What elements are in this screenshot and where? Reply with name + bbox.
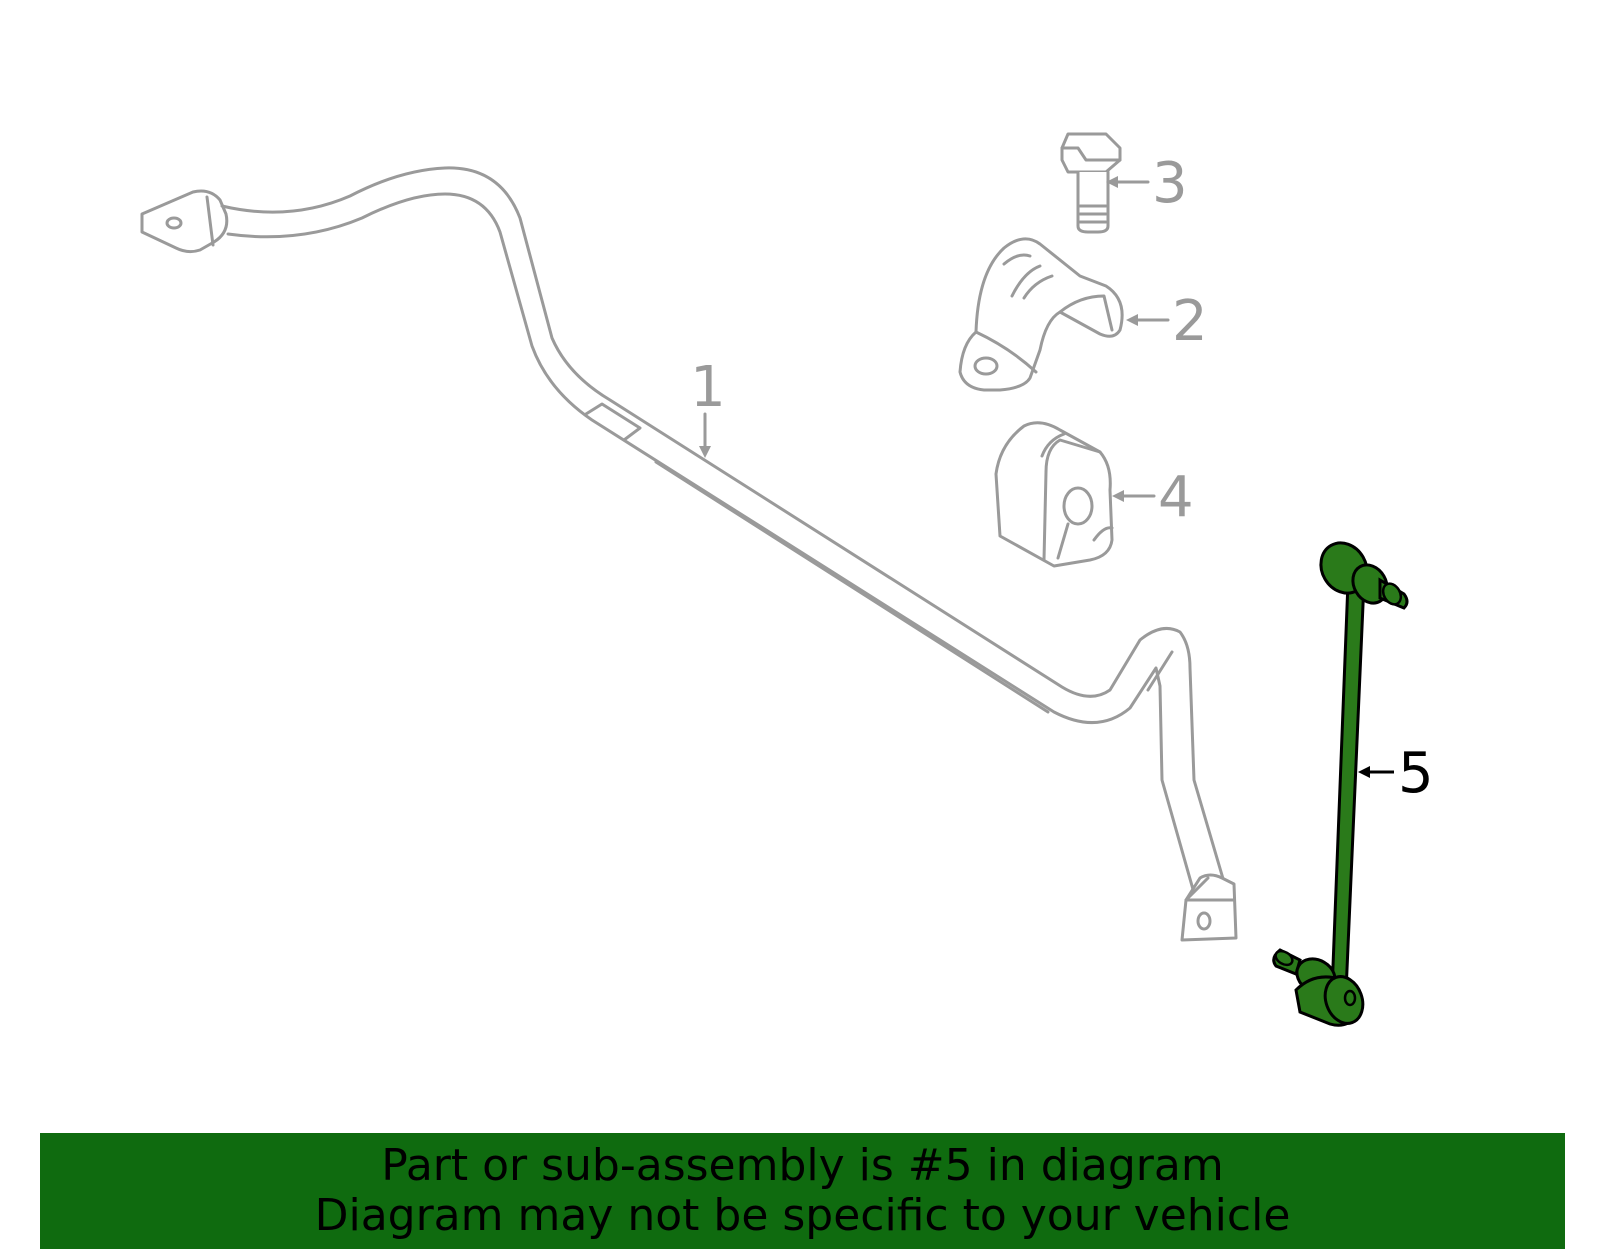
callout-2-label: 2: [1172, 289, 1208, 354]
part-info-banner: Part or sub-assembly is #5 in diagram Di…: [40, 1133, 1565, 1249]
stabilizer-link-part-5: [1272, 541, 1409, 1027]
bushing-slit: [1056, 522, 1070, 560]
stabilizer-bar-bushing-mark: [584, 402, 642, 442]
callout-3-label: 3: [1152, 151, 1188, 216]
callout-1-label: 1: [690, 355, 726, 420]
stabilizer-link-bottom-joint: [1272, 948, 1365, 1027]
callout-labels: 1 2 3 4 5: [690, 151, 1433, 806]
bracket-clamp-hole: [973, 356, 999, 376]
stabilizer-bar-lower-edge: [226, 192, 1198, 902]
stabilizer-bar-right-end: [1180, 873, 1238, 942]
callout-3-arrowhead: [1106, 176, 1118, 188]
bolt-head: [1060, 132, 1122, 174]
stabilizer-bar-right-fold: [1184, 876, 1236, 902]
callout-4-arrowhead: [1112, 490, 1124, 502]
bracket-clamp-body: [958, 237, 1124, 392]
bushing-front-edge: [1042, 470, 1048, 562]
callout-5-label: 5: [1398, 741, 1434, 806]
bushing-groove: [1040, 432, 1066, 458]
callout-4-label: 4: [1158, 465, 1194, 530]
stabilizer-bar-part-1: [140, 166, 1238, 942]
bracket-clamp-foot-edge: [974, 330, 1038, 374]
callout-5-arrowhead: [1358, 766, 1370, 778]
bolt-head-facet: [1060, 146, 1122, 162]
stabilizer-bar-right-bend-line: [1146, 650, 1174, 692]
stabilizer-link-rod: [1330, 580, 1366, 994]
bolt-thread: [1078, 204, 1108, 224]
stabilizer-bar-upper-edge: [220, 166, 1226, 884]
stabilizer-bar-mid-edge: [654, 460, 1050, 714]
stabilizer-bar-left-hole: [165, 216, 183, 230]
stabilizer-bar-right-hole: [1196, 911, 1212, 931]
bolt-shank: [1076, 170, 1110, 234]
callout-2-arrowhead: [1126, 314, 1138, 326]
bracket-clamp-part-2: [958, 237, 1124, 392]
bushing-body: [994, 421, 1114, 568]
callout-arrows: [699, 176, 1394, 778]
bracket-clamp-rib-2: [1010, 264, 1042, 298]
callout-1-arrowhead: [699, 446, 711, 458]
bushing-side-detail: [1092, 526, 1114, 542]
bushing-bore: [1062, 486, 1094, 526]
stabilizer-bar-left-collar: [205, 195, 215, 247]
stabilizer-link-top-joint: [1319, 541, 1409, 610]
banner-line-part-number: Part or sub-assembly is #5 in diagram: [381, 1140, 1224, 1191]
bracket-clamp-rib-3: [1022, 274, 1054, 300]
stabilizer-bar-left-end: [140, 189, 229, 254]
bracket-clamp-tip: [1058, 294, 1114, 332]
bracket-clamp-rib-1: [1002, 253, 1032, 266]
banner-line-disclaimer: Diagram may not be specific to your vehi…: [314, 1190, 1291, 1241]
bushing-part-4: [994, 421, 1114, 568]
bushing-top-edge: [1044, 438, 1102, 474]
bolt-part-3: [1060, 132, 1122, 234]
